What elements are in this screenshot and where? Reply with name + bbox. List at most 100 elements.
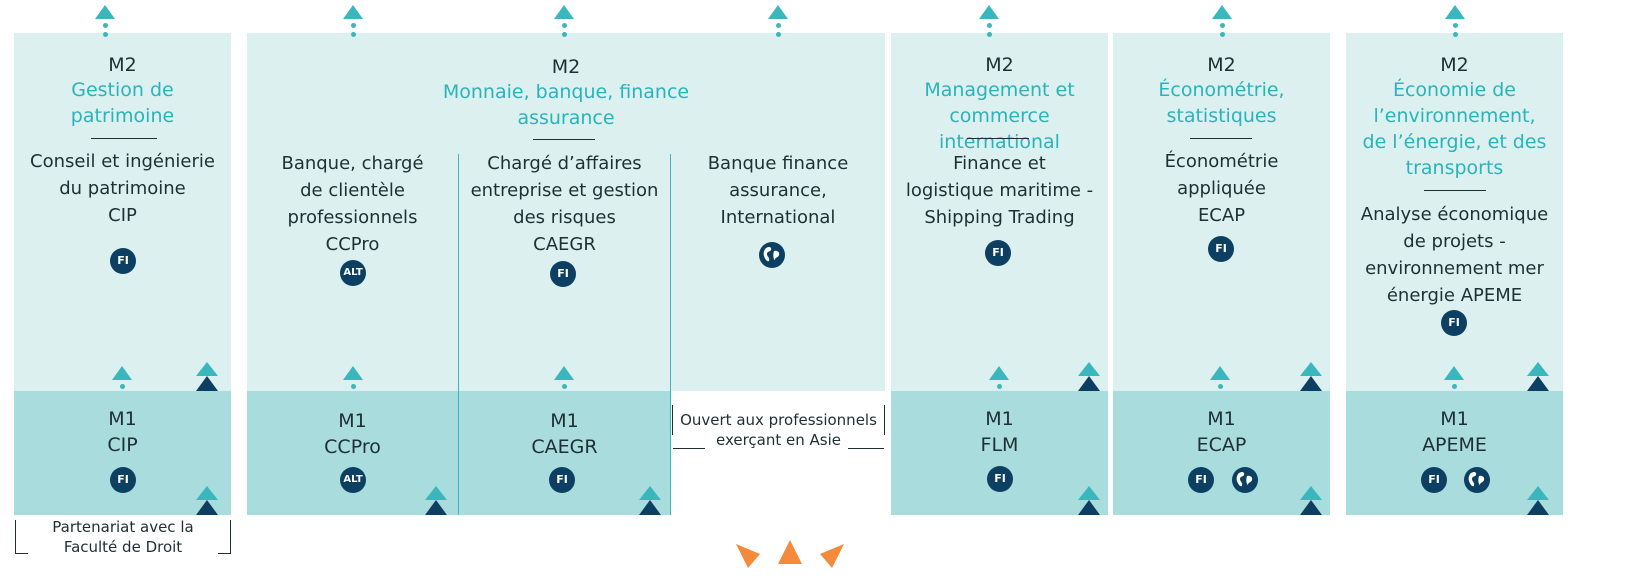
m1-panel-ccpro-caegr xyxy=(247,391,671,515)
entry-arrow-icon xyxy=(1078,500,1100,515)
globe-icon xyxy=(1232,467,1258,493)
arrow-dot xyxy=(1220,23,1225,28)
entry-arrow-icon xyxy=(196,376,218,391)
m1-label: M1 xyxy=(1440,408,1469,430)
program-line: Banque finance xyxy=(707,153,849,174)
program-title: Finance et logistique maritime - Shippin… xyxy=(891,150,1108,231)
m1-panel-apeme xyxy=(1346,391,1563,515)
entry-arrow-icon xyxy=(639,500,661,515)
arrow-up-icon xyxy=(768,5,788,19)
program-title: Analyse économique de projets - environn… xyxy=(1346,201,1563,309)
program-title: Économétrie appliquée ECAP xyxy=(1113,148,1330,229)
arrow-dot xyxy=(120,384,125,389)
arrow-up-icon xyxy=(979,5,999,19)
program-line: entreprise et gestion xyxy=(470,180,659,201)
entry-arrow-icon xyxy=(425,486,447,500)
arrow-dot xyxy=(1453,23,1458,28)
note-underline xyxy=(848,448,884,449)
specialty-line: Management et xyxy=(924,79,1075,101)
note-line: Partenariat avec la xyxy=(52,518,194,536)
program-title: Chargé d’affaires entreprise et gestion … xyxy=(459,150,670,258)
specialty-line: commerce international xyxy=(939,105,1060,153)
arrow-up-icon xyxy=(1444,366,1464,380)
specialty-line: de l’énergie, et des xyxy=(1362,131,1547,153)
arrow-up-icon xyxy=(989,366,1009,380)
m2-label: M2 xyxy=(108,54,137,76)
program-line: assurance, xyxy=(729,180,827,201)
entry-arrow-icon xyxy=(1527,362,1549,376)
arrow-dot xyxy=(776,23,781,28)
fi-badge: FI xyxy=(549,467,575,493)
entry-arrow-icon xyxy=(1527,486,1549,500)
note-underline xyxy=(673,448,705,449)
asia-note: Ouvert aux professionnels exerçant en As… xyxy=(672,410,885,450)
entry-arrow-icon xyxy=(196,362,218,376)
program-title: Banque, chargé de clientèle professionne… xyxy=(247,150,458,258)
note-bracket xyxy=(15,535,28,554)
divider xyxy=(1424,190,1486,191)
arrow-up-icon xyxy=(95,5,115,19)
program-line: énergie APEME xyxy=(1386,285,1523,306)
program-title: Banque finance assurance, International xyxy=(671,150,885,231)
note-line: Faculté de Droit xyxy=(63,538,183,556)
m1-label: M1 xyxy=(108,408,137,430)
m2-panel-econometrie xyxy=(1113,33,1330,391)
specialty-line: statistiques xyxy=(1166,105,1277,127)
arrow-up-icon xyxy=(1212,5,1232,19)
m2-panel-management xyxy=(891,33,1108,391)
divider xyxy=(1190,138,1252,139)
orange-burst-icon xyxy=(736,540,844,568)
globe-icon xyxy=(759,242,785,268)
entry-arrow-icon xyxy=(1300,500,1322,515)
arrow-dot xyxy=(562,32,567,37)
program-line: logistique maritime - xyxy=(905,180,1094,201)
program-line: Banque, chargé xyxy=(281,153,424,174)
program-line: CCPro xyxy=(325,234,380,255)
specialty-title: Management et commerce international xyxy=(889,77,1110,155)
specialty-line: Économétrie, xyxy=(1158,79,1285,101)
program-line: ECAP xyxy=(1197,205,1246,226)
m1-label: M1 xyxy=(1207,408,1236,430)
specialty-title: Économie de l’environnement, de l’énergi… xyxy=(1346,77,1563,181)
arrow-dot xyxy=(1453,32,1458,37)
m1-label: M1 xyxy=(550,410,579,432)
program-line: International xyxy=(720,207,836,228)
arrow-dot xyxy=(776,32,781,37)
arrow-dot xyxy=(103,23,108,28)
arrow-dot xyxy=(351,23,356,28)
arrow-up-icon xyxy=(1445,5,1465,19)
alt-badge: ALT xyxy=(340,260,366,286)
arrow-dot xyxy=(987,32,992,37)
fi-badge: FI xyxy=(985,240,1011,266)
arrow-up-icon xyxy=(1210,366,1230,380)
arrow-up-icon xyxy=(343,366,363,380)
m2-panel-gestion-patrimoine xyxy=(14,33,231,391)
program-line: du patrimoine xyxy=(59,178,186,199)
globe-icon xyxy=(1464,467,1490,493)
program-line: Finance et xyxy=(953,153,1046,174)
specialty-line: Gestion de xyxy=(71,79,174,101)
entry-arrow-icon xyxy=(1078,486,1100,500)
m1-program: CCPro xyxy=(324,436,381,458)
entry-arrow-icon xyxy=(1527,500,1549,515)
arrow-dot xyxy=(987,23,992,28)
divider xyxy=(533,139,595,140)
program-line: de projets - xyxy=(1403,231,1506,252)
column-separator xyxy=(670,154,671,515)
divider xyxy=(91,138,157,139)
m2-label: M2 xyxy=(551,56,581,78)
fi-badge: FI xyxy=(550,261,576,287)
specialty-line: assurance xyxy=(517,107,615,129)
program-line: appliquée xyxy=(1177,178,1266,199)
m2-label: M2 xyxy=(985,54,1014,76)
arrow-dot xyxy=(562,23,567,28)
note-bracket xyxy=(218,520,231,554)
m1-program: ECAP xyxy=(1196,434,1247,456)
column-separator xyxy=(458,154,459,515)
entry-arrow-icon xyxy=(425,500,447,515)
program-line: des risques xyxy=(513,207,616,228)
arrow-dot xyxy=(351,384,356,389)
entry-arrow-icon xyxy=(1300,362,1322,376)
arrow-dot xyxy=(1452,384,1457,389)
note-bracket xyxy=(672,405,681,435)
